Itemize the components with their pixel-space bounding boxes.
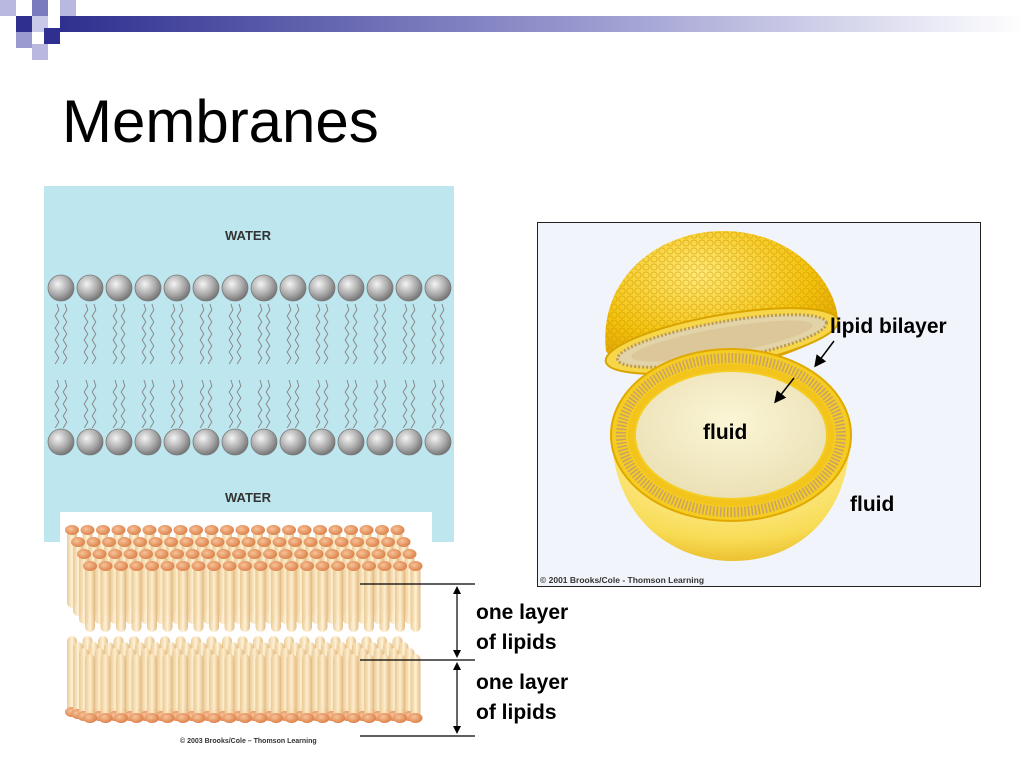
phospholipid-head bbox=[192, 274, 220, 302]
phospholipid-head bbox=[395, 274, 423, 302]
phospholipid bbox=[337, 274, 365, 365]
phospholipid-head bbox=[308, 428, 336, 456]
slide-title: Membranes bbox=[62, 88, 379, 155]
outer-fluid-label: fluid bbox=[850, 493, 895, 516]
phospholipid bbox=[221, 274, 249, 365]
phospholipid bbox=[424, 274, 452, 365]
phospholipid bbox=[250, 379, 278, 456]
phospholipid-head bbox=[337, 274, 365, 302]
bilayer-diagram: WATER WATER bbox=[44, 186, 454, 542]
phospholipid-molecules bbox=[47, 274, 452, 456]
phospholipid-head bbox=[163, 274, 191, 302]
lipid-molecules-3d bbox=[65, 525, 423, 723]
phospholipid bbox=[192, 274, 220, 365]
phospholipid-head bbox=[134, 274, 162, 302]
lower-layer-label: one layer of lipids bbox=[476, 671, 569, 724]
water-label-bottom: WATER bbox=[225, 490, 271, 505]
phospholipid bbox=[279, 379, 307, 456]
phospholipid-head bbox=[47, 428, 75, 456]
phospholipid-head bbox=[134, 428, 162, 456]
lipid-molecule bbox=[160, 561, 175, 723]
phospholipid-head bbox=[76, 428, 104, 456]
phospholipid-head bbox=[424, 428, 452, 456]
phospholipid bbox=[395, 274, 423, 365]
phospholipid bbox=[76, 274, 104, 365]
phospholipid-head bbox=[192, 428, 220, 456]
phospholipid bbox=[395, 379, 423, 456]
inner-fluid-label: fluid bbox=[703, 421, 748, 444]
phospholipid bbox=[250, 274, 278, 365]
phospholipid bbox=[47, 274, 75, 365]
phospholipid-head bbox=[279, 274, 307, 302]
layer-annotation bbox=[360, 583, 475, 737]
lipid-molecule bbox=[222, 561, 237, 723]
water-background bbox=[44, 186, 454, 542]
phospholipid-head bbox=[366, 274, 394, 302]
lipid-molecule bbox=[269, 561, 283, 723]
lipid-molecule bbox=[98, 561, 113, 723]
lipid-molecule bbox=[377, 561, 392, 723]
phospholipid-head bbox=[47, 274, 75, 302]
lipid-molecule bbox=[129, 561, 144, 723]
phospholipid bbox=[308, 274, 336, 365]
lipid-molecule bbox=[145, 561, 159, 723]
phospholipid bbox=[47, 379, 75, 456]
lipid-molecule bbox=[315, 561, 330, 723]
phospholipid-head bbox=[221, 428, 249, 456]
phospholipid-head bbox=[308, 274, 336, 302]
lipid-molecule bbox=[284, 561, 299, 723]
phospholipid bbox=[192, 379, 220, 456]
lipid-molecule bbox=[300, 561, 314, 723]
copyright-left: © 2003 Brooks/Cole – Thomson Learning bbox=[180, 738, 317, 745]
phospholipid-head bbox=[279, 428, 307, 456]
lipid-molecule bbox=[238, 561, 252, 723]
lipid-molecule bbox=[331, 561, 345, 723]
bilayer-svg bbox=[44, 186, 454, 542]
lipid-layers-illustration bbox=[60, 512, 432, 742]
corner-decoration bbox=[0, 0, 1024, 60]
phospholipid bbox=[134, 379, 162, 456]
lipid-molecule bbox=[191, 561, 206, 723]
phospholipid bbox=[105, 274, 133, 365]
phospholipid-head bbox=[221, 274, 249, 302]
phospholipid-head bbox=[337, 428, 365, 456]
water-label-top: WATER bbox=[225, 228, 271, 243]
lipid-molecule bbox=[393, 561, 407, 723]
lipid-bilayer-label: lipid bilayer bbox=[830, 315, 947, 338]
phospholipid-head bbox=[424, 274, 452, 302]
phospholipid bbox=[76, 379, 104, 456]
vesicle-figure: lipid bilayer fluid fluid © 2001 Brooks/… bbox=[537, 222, 981, 587]
lipid-molecule bbox=[346, 561, 361, 723]
vesicle-svg bbox=[604, 231, 852, 561]
phospholipid-head bbox=[395, 428, 423, 456]
phospholipid-head bbox=[163, 428, 191, 456]
phospholipid-head bbox=[76, 274, 104, 302]
phospholipid bbox=[424, 379, 452, 456]
lipid-molecule bbox=[207, 561, 221, 723]
lipid-molecule bbox=[253, 561, 268, 723]
copyright-right: © 2001 Brooks/Cole - Thomson Learning bbox=[540, 575, 705, 585]
phospholipid bbox=[308, 379, 336, 456]
lipid-molecule bbox=[83, 561, 97, 723]
phospholipid bbox=[163, 274, 191, 365]
phospholipid bbox=[105, 379, 133, 456]
phospholipid bbox=[163, 379, 191, 456]
lipid-molecule bbox=[362, 561, 376, 723]
phospholipid-head bbox=[250, 274, 278, 302]
phospholipid bbox=[366, 379, 394, 456]
lipid-molecule bbox=[408, 561, 423, 723]
phospholipid-head bbox=[366, 428, 394, 456]
phospholipid bbox=[221, 379, 249, 456]
lipid-molecule bbox=[114, 561, 128, 723]
phospholipid bbox=[279, 274, 307, 365]
phospholipid bbox=[366, 274, 394, 365]
lipid-molecule bbox=[176, 561, 190, 723]
phospholipid bbox=[337, 379, 365, 456]
phospholipid-head bbox=[105, 274, 133, 302]
phospholipid-head bbox=[250, 428, 278, 456]
phospholipid-head bbox=[105, 428, 133, 456]
phospholipid bbox=[134, 274, 162, 365]
upper-layer-label: one layer of lipids bbox=[476, 601, 569, 654]
